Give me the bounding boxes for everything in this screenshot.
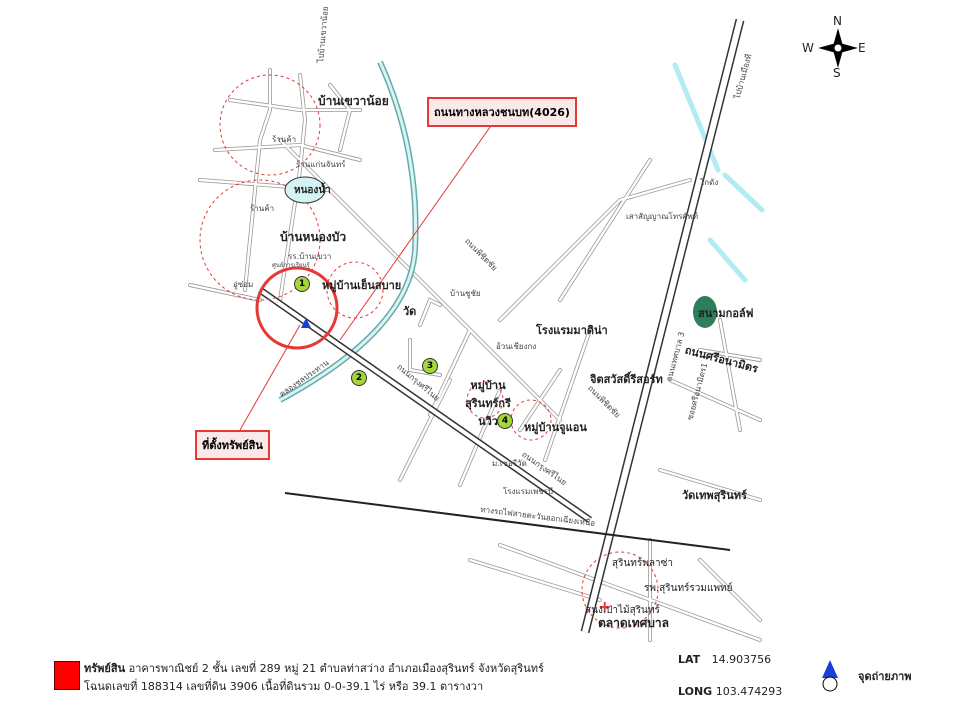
label-shop2: ร้านค้า xyxy=(250,204,275,213)
label-learning: ศูนย์การเรียนรู้ xyxy=(272,262,310,269)
label-mu-ban-surin: หมู่บ้าน สุรินทร์กรีนวิว xyxy=(465,379,511,428)
marker-4: 4 xyxy=(497,413,513,429)
label-wat-thep: วัดเทพสุรินทร์ xyxy=(682,489,747,502)
compass-w: W xyxy=(802,41,814,55)
photo-point-icon xyxy=(301,318,311,328)
compass-icon xyxy=(818,28,858,68)
label-chaeriwat: ม.เชอรีวัด xyxy=(492,459,527,468)
asset-line2: โฉนดเลขที่ 188314 เลขที่ดิน 3906 เนื้อที… xyxy=(84,680,484,693)
label-school: รร.บ้านเขวา xyxy=(288,252,332,261)
asset-label: ทรัพย์สิน xyxy=(84,662,126,675)
property-callout: ที่ตั้งทรัพย์สิน xyxy=(195,430,270,460)
long-value: 103.474293 xyxy=(715,685,783,698)
label-ban-khaw-noi: บ้านเขวาน้อย xyxy=(318,94,389,108)
label-hospital: รพ.สุรินทร์รวมแพทย์ xyxy=(644,583,733,594)
legend-photo-icon xyxy=(822,660,838,678)
label-mu-ban-yen: หมู่บ้านเย็นสบาย xyxy=(322,279,402,292)
label-warehouse: โกดัง xyxy=(700,178,719,187)
compass-s: S xyxy=(833,66,841,80)
marker-3: 3 xyxy=(422,358,438,374)
label-golf: สนามกอล์ฟ xyxy=(698,307,754,320)
label-market: ตลาดเทศบาล xyxy=(598,616,670,630)
label-pond: หนองน้ำ xyxy=(294,185,331,196)
label-uan-chiang: อ้วนเชียงกง xyxy=(496,342,537,351)
asset-description: ทรัพย์สิน อาคารพาณิชย์ 2 ชั้น เลขที่ 289… xyxy=(84,659,544,695)
asset-line1: อาคารพาณิชย์ 2 ชั้น เลขที่ 289 หมู่ 21 ต… xyxy=(128,662,544,675)
compass-e: E xyxy=(858,41,866,55)
label-forest-office: สนง.ป่าไม้สุรินทร์ xyxy=(585,605,660,616)
label-mu-ban-ju: หมู่บ้านจูแอน xyxy=(524,421,587,434)
label-ban-nong-bua: บ้านหนองบัว xyxy=(280,230,347,244)
label-jit-resort: จิตสวัสดิ์รีสอร์ท xyxy=(590,373,663,386)
property-circle xyxy=(255,266,339,350)
pond xyxy=(284,176,326,204)
lat-value: 14.903756 xyxy=(711,653,772,666)
label-surin-plaza: สุรินทร์พลาซ่า xyxy=(612,558,674,569)
label-hotel-pet: โรงแรมเพชรบี xyxy=(503,487,554,496)
legend-red-square xyxy=(54,661,80,690)
photo-point-label: จุดถ่ายภาพ xyxy=(858,670,912,683)
label-ban-chuchai: บ้านชูชัย xyxy=(450,289,481,298)
minor-roads-inner xyxy=(188,68,762,642)
hospital-icon: + xyxy=(598,597,611,616)
railway-track xyxy=(284,492,731,551)
long-label: LONG xyxy=(678,685,713,698)
compass-n: N xyxy=(833,14,842,28)
marker-1: 1 xyxy=(294,276,310,292)
label-ran-kaen: ร้านแก่นจันทร์ xyxy=(296,160,346,169)
label-tower: เสาสัญญาณโทรศัพท์ xyxy=(626,212,699,221)
label-wat: วัด xyxy=(403,305,417,318)
label-shop1: ร้านค้า xyxy=(272,135,297,144)
lat-label: LAT xyxy=(678,653,701,666)
road-callout: ถนนทางหลวงชนบท(4026) xyxy=(427,97,577,127)
marker-2: 2 xyxy=(351,370,367,386)
golf-course xyxy=(693,296,717,328)
label-hotel-madina: โรงแรมมาดิน่า xyxy=(536,324,608,337)
label-garage: อู่ซ่อม xyxy=(233,280,254,289)
